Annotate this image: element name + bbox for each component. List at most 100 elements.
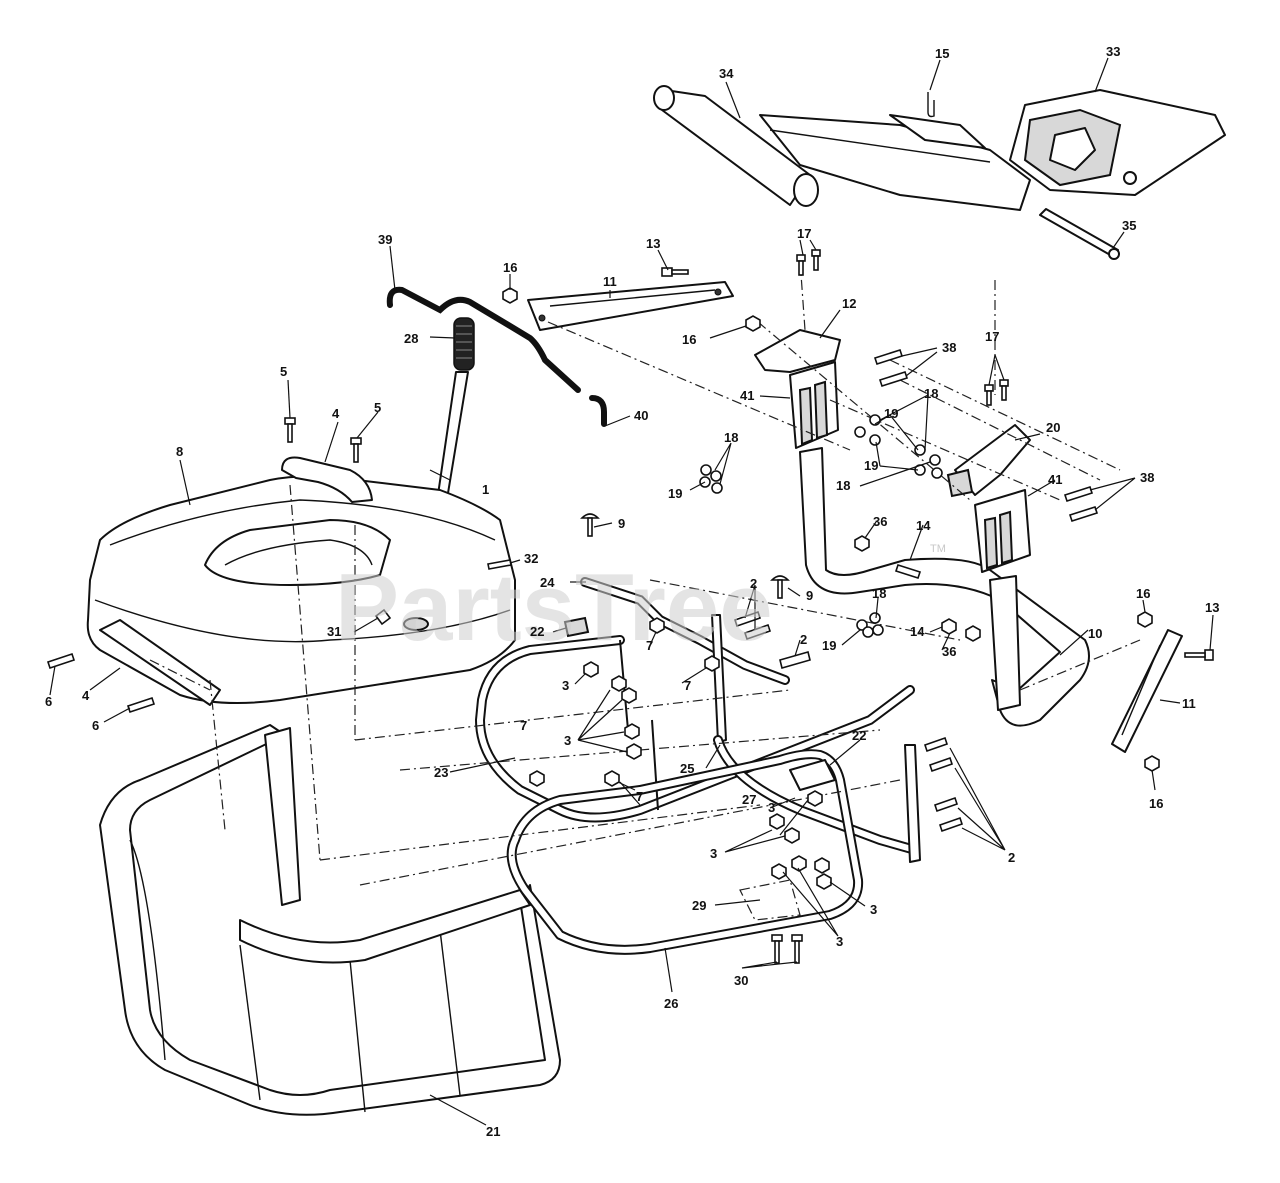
callout-41-right: 41 xyxy=(1048,472,1062,487)
callout-11-right: 11 xyxy=(1182,696,1196,711)
part-40-rod-end xyxy=(589,395,607,427)
callout-2-bottom: 2 xyxy=(1008,850,1015,865)
callout-19-top: 19 xyxy=(884,406,898,421)
callout-7-mid: 7 xyxy=(684,678,691,693)
callout-3-right: 3 xyxy=(768,800,775,815)
callout-6-left: 6 xyxy=(45,694,52,709)
callout-1: 1 xyxy=(482,482,489,497)
callout-17-top: 17 xyxy=(797,226,811,241)
callout-16-right-top: 16 xyxy=(1136,586,1150,601)
part-23-upper-frame xyxy=(474,635,915,823)
callout-36-top: 36 xyxy=(873,514,887,529)
callout-34: 34 xyxy=(719,66,734,81)
callout-22-left: 22 xyxy=(530,624,544,639)
callout-18-mid: 18 xyxy=(836,478,850,493)
callout-4-bottom: 4 xyxy=(82,688,90,703)
callout-3-top: 3 xyxy=(562,678,569,693)
callout-35: 35 xyxy=(1122,218,1136,233)
part-35-pin xyxy=(1039,208,1120,260)
callout-8: 8 xyxy=(176,444,183,459)
part-10-lift-arm xyxy=(799,447,1090,727)
callout-29: 29 xyxy=(692,898,706,913)
callout-16-right-bottom: 16 xyxy=(1149,796,1163,811)
part-11-side-bracket xyxy=(1111,629,1183,753)
callout-3-bottom-right: 3 xyxy=(870,902,877,917)
part-22-spacer xyxy=(563,616,590,638)
callout-4-top: 4 xyxy=(332,406,340,421)
callout-39: 39 xyxy=(378,232,392,247)
callout-32: 32 xyxy=(524,551,538,566)
callout-18-bottom: 18 xyxy=(872,586,886,601)
hardware xyxy=(46,249,1214,964)
callout-31: 31 xyxy=(327,624,341,639)
callout-16-top: 16 xyxy=(503,260,517,275)
part-33-bracket-body xyxy=(1009,89,1226,196)
callout-21: 21 xyxy=(486,1124,500,1139)
part-27-bracket xyxy=(789,759,836,791)
callout-labels: 34 15 33 35 39 13 16 11 17 12 28 16 38 5… xyxy=(45,44,1219,1139)
callout-5-left: 5 xyxy=(280,364,287,379)
part-29-plate xyxy=(739,879,801,921)
callout-5-right: 5 xyxy=(374,400,381,415)
callout-33: 33 xyxy=(1106,44,1120,59)
callout-18-left: 18 xyxy=(724,430,738,445)
part-39-lift-rod xyxy=(386,286,581,393)
callout-38-right: 38 xyxy=(1140,470,1154,485)
callout-13-top: 13 xyxy=(646,236,660,251)
callout-15: 15 xyxy=(935,46,949,61)
callout-11-top: 11 xyxy=(603,274,617,289)
callout-3-cluster: 3 xyxy=(564,733,571,748)
part-41-lower-plate xyxy=(974,489,1031,573)
leader-lines xyxy=(49,57,1214,1126)
callout-17-right: 17 xyxy=(985,329,999,344)
part-26-lower-frame xyxy=(506,749,864,955)
callout-20: 20 xyxy=(1046,420,1060,435)
part-20-bracket xyxy=(946,424,1031,498)
callout-19-bottom: 19 xyxy=(822,638,836,653)
callout-9-top: 9 xyxy=(618,516,625,531)
callout-27: 27 xyxy=(742,792,756,807)
callout-26: 26 xyxy=(664,996,678,1011)
part-4-front-strip xyxy=(99,619,221,706)
part-41-upper-plate xyxy=(789,361,839,449)
watermark-trademark: TM xyxy=(930,543,946,555)
part-11-upper-bracket xyxy=(527,281,734,331)
callout-7-top: 7 xyxy=(646,638,653,653)
watermark: PartsTree TM xyxy=(335,543,946,661)
callout-7-left: 7 xyxy=(520,718,527,733)
callout-19-mid: 19 xyxy=(864,458,878,473)
callout-12: 12 xyxy=(842,296,856,311)
callout-13-right: 13 xyxy=(1205,600,1219,615)
callout-23: 23 xyxy=(434,765,448,780)
callout-19-left: 19 xyxy=(668,486,682,501)
callout-25: 25 xyxy=(680,761,694,776)
callout-38-top: 38 xyxy=(942,340,956,355)
callout-6-bottom: 6 xyxy=(92,718,99,733)
alignment-lines xyxy=(149,259,1141,886)
part-34-hitch-arm xyxy=(653,85,1031,211)
callout-14-mid: 14 xyxy=(910,624,925,639)
callout-41-top: 41 xyxy=(740,388,754,403)
part-12-bracket xyxy=(754,329,841,373)
part-4-cover-handle xyxy=(281,456,373,503)
callout-40: 40 xyxy=(634,408,648,423)
callout-30: 30 xyxy=(734,973,748,988)
watermark-text: PartsTree xyxy=(335,554,773,661)
callout-36-bottom: 36 xyxy=(942,644,956,659)
callout-7-bottom: 7 xyxy=(636,789,643,804)
callout-18-top: 18 xyxy=(924,386,938,401)
part-24-crossbar xyxy=(580,577,790,685)
callout-28: 28 xyxy=(404,331,418,346)
callout-16-mid: 16 xyxy=(682,332,696,347)
callout-3-lower: 3 xyxy=(710,846,717,861)
part-21-grass-bag xyxy=(99,724,561,1116)
callout-2-mid: 2 xyxy=(800,632,807,647)
callout-2-top: 2 xyxy=(750,576,757,591)
callout-24: 24 xyxy=(540,575,555,590)
callout-10: 10 xyxy=(1088,626,1102,641)
callout-9-mid: 9 xyxy=(806,588,813,603)
callout-22-right: 22 xyxy=(852,728,866,743)
part-15-hairpin xyxy=(927,92,935,118)
